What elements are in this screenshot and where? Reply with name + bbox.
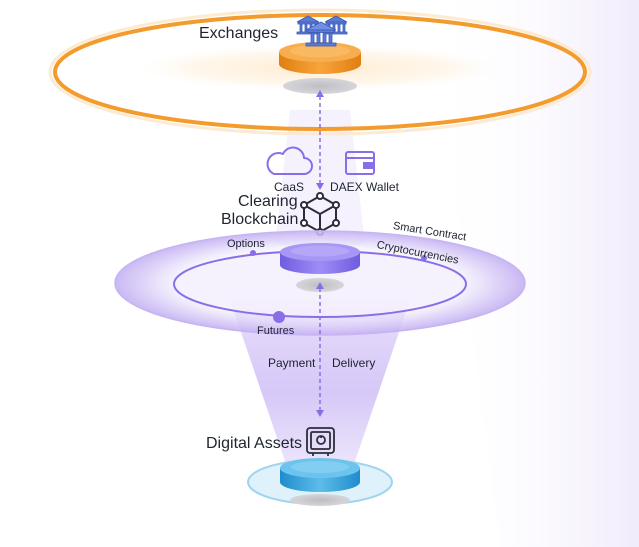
options-label: Options xyxy=(227,238,265,250)
payment-label: Payment xyxy=(268,356,316,370)
bank-icon xyxy=(296,15,348,47)
exchanges-disc xyxy=(279,42,361,74)
exchanges-label: Exchanges xyxy=(199,25,279,42)
background-wash xyxy=(430,0,639,547)
cloud-icon xyxy=(266,146,313,175)
funnel-beam-upper xyxy=(275,110,365,245)
wallet-icon xyxy=(345,151,375,175)
digital-assets-disc xyxy=(280,458,360,492)
futures-label: Futures xyxy=(257,325,295,337)
cryptocurrencies-node xyxy=(421,255,427,261)
exchanges-shadow xyxy=(283,78,357,94)
payment-delivery-arrow xyxy=(316,282,324,417)
caas-label: CaaS xyxy=(274,180,305,194)
digital-assets-label: Digital Assets xyxy=(206,435,303,452)
exchanges-to-clearing-arrow xyxy=(316,90,324,190)
clearing-label: Clearing xyxy=(238,193,298,210)
options-node xyxy=(250,250,256,256)
safe-icon xyxy=(306,427,335,456)
futures-node xyxy=(273,311,285,323)
digital-assets-shadow xyxy=(290,494,350,506)
funnel-beam xyxy=(230,300,410,470)
daex-wallet-label: DAEX Wallet xyxy=(330,180,399,194)
clearing-disc xyxy=(280,243,360,274)
blockchain-label: Blockchain xyxy=(221,211,299,228)
delivery-label: Delivery xyxy=(332,356,376,370)
